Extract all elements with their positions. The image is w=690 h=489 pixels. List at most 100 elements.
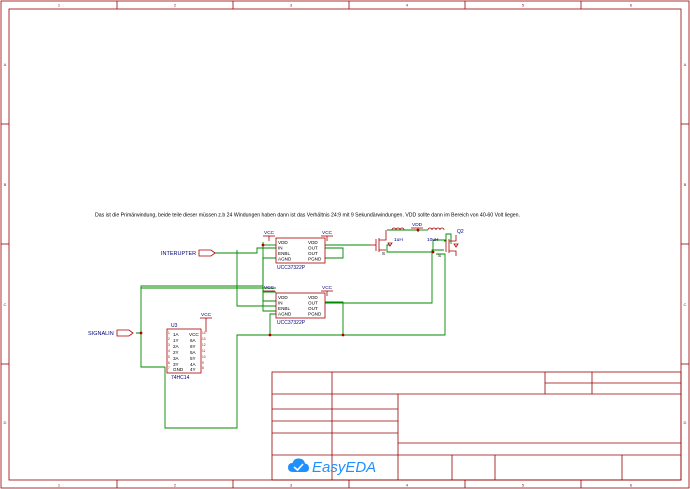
col-label: 4 bbox=[406, 3, 409, 8]
junction-dot bbox=[268, 333, 272, 337]
pin-number: 7 bbox=[168, 366, 170, 370]
junctions bbox=[139, 228, 435, 337]
pin-name: IN bbox=[278, 246, 283, 251]
pin-name: VDD bbox=[308, 240, 318, 245]
pin-name: VDD bbox=[278, 240, 288, 245]
pin-name: 1A bbox=[173, 332, 180, 337]
l1-coil bbox=[391, 227, 405, 231]
col-label: 6 bbox=[630, 483, 633, 488]
vdd-label: VDD bbox=[412, 222, 423, 228]
junction-dot bbox=[261, 243, 265, 247]
pin-number: 9 bbox=[202, 361, 204, 365]
vcc-label-driver2: VCC bbox=[264, 285, 275, 291]
q2-source bbox=[449, 250, 457, 256]
u3-ref: U3 bbox=[171, 323, 178, 329]
gate-driver-2[interactable]: VDD IN ENBL AGND VDD OUT OUT PGND UCC373… bbox=[275, 292, 326, 326]
q2-pin-s: S bbox=[438, 253, 441, 258]
pin-number: 12 bbox=[202, 343, 206, 347]
pin-name: 4Y bbox=[190, 367, 196, 372]
pin-number: 13 bbox=[202, 337, 206, 341]
pin-name: VDD bbox=[308, 295, 318, 300]
mosfet-q1[interactable]: S bbox=[370, 230, 393, 256]
row-label: B bbox=[4, 182, 7, 187]
driver1-part-name: UCC37322P bbox=[277, 265, 306, 271]
u3-pin-numbers: 1 2 3 4 5 6 7 14 13 12 11 10 9 8 bbox=[168, 331, 206, 370]
driver1-body[interactable] bbox=[275, 237, 326, 264]
pin-number: 10 bbox=[202, 355, 206, 359]
row-label: D bbox=[4, 420, 7, 425]
pin-name: 3A bbox=[173, 356, 180, 361]
pin-name: VCC bbox=[189, 332, 199, 337]
cloud-check-icon bbox=[293, 463, 304, 472]
pin-name: 4A bbox=[190, 362, 197, 367]
row-label: D bbox=[684, 420, 687, 425]
pin-name: AGND bbox=[278, 312, 292, 317]
pin-name: OUT bbox=[308, 246, 318, 251]
pin-name: 2Y bbox=[173, 350, 179, 355]
l2-value: 10uH bbox=[427, 237, 439, 243]
driver2-body[interactable] bbox=[275, 292, 326, 319]
cloud-icon bbox=[288, 458, 309, 472]
junction-dot bbox=[341, 333, 345, 337]
gate-driver-1[interactable]: VDD IN ENBL AGND VDD OUT OUT PGND UCC373… bbox=[275, 237, 326, 271]
pin-number: 14 bbox=[202, 331, 206, 335]
net-label-signalin: SIGNALIN bbox=[88, 331, 114, 337]
design-note: Das ist die Primärwindung, beide teile d… bbox=[95, 213, 520, 219]
q2-drain bbox=[449, 235, 457, 242]
title-block bbox=[271, 371, 682, 481]
pin-name: OUT bbox=[308, 301, 318, 306]
pin-name: PGND bbox=[308, 312, 322, 317]
vcc-label-driver1-right: VCC bbox=[322, 230, 333, 236]
mosfet-q2[interactable]: Q2 S bbox=[438, 229, 464, 258]
driver2-part-name: UCC37322P bbox=[277, 320, 306, 326]
pin-name: OUT bbox=[308, 306, 318, 311]
u3-pin-names: 1A 1Y 2A 2Y 3A 3Y GND VCC 6A 6Y 5A 5Y 4A… bbox=[173, 332, 199, 372]
pin-number: 2 bbox=[168, 337, 170, 341]
col-label: 5 bbox=[522, 483, 525, 488]
pin-name: 6A bbox=[190, 338, 197, 343]
row-label: A bbox=[684, 62, 687, 67]
row-label: C bbox=[4, 302, 7, 307]
q2-ref: Q2 bbox=[457, 229, 464, 235]
pin-name: PGND bbox=[308, 257, 322, 262]
col-label: 3 bbox=[290, 483, 293, 488]
driver1-pin-names: VDD IN ENBL AGND VDD OUT OUT PGND bbox=[278, 240, 322, 262]
pin-name: 6Y bbox=[190, 344, 196, 349]
pin-name: AGND bbox=[278, 257, 292, 262]
col-label: 2 bbox=[174, 483, 177, 488]
q2-body-diode bbox=[453, 243, 459, 248]
junction-dot bbox=[416, 228, 420, 232]
row-label: A bbox=[4, 62, 7, 67]
inductor-l1[interactable]: 1uH bbox=[391, 227, 405, 243]
col-label: 4 bbox=[406, 483, 409, 488]
net-flag-signalin bbox=[116, 329, 134, 337]
pin-name: VDD bbox=[278, 295, 288, 300]
inductor-l2[interactable]: 10uH bbox=[427, 227, 445, 243]
col-label: 1 bbox=[58, 483, 61, 488]
u3-body[interactable] bbox=[166, 328, 202, 374]
pin-name: 3Y bbox=[173, 362, 179, 367]
vcc-label-driver2-right: VCC bbox=[322, 285, 333, 291]
l1-value: 1uH bbox=[394, 237, 403, 243]
col-label: 2 bbox=[174, 3, 177, 8]
net-flag-interupter bbox=[198, 249, 216, 257]
col-label: 6 bbox=[630, 3, 633, 8]
pin-name: GND bbox=[173, 367, 184, 372]
inverter-u3[interactable]: U3 1A 1Y 2A 2Y 3A 3Y GND VCC 6A 6Y 5A 5Y… bbox=[166, 323, 206, 381]
pin-number: 4 bbox=[168, 349, 170, 353]
row-label: B bbox=[684, 182, 687, 187]
pin-name: 5A bbox=[190, 350, 197, 355]
pin-name: IN bbox=[278, 301, 283, 306]
junction-dot bbox=[139, 331, 143, 335]
pin-name: ENBL bbox=[278, 306, 290, 311]
easyeda-logo: EasyEDA bbox=[288, 458, 376, 476]
col-label: 1 bbox=[58, 3, 61, 8]
driver2-pin-names: VDD IN ENBL AGND VDD OUT OUT PGND bbox=[278, 295, 322, 317]
pin-name: 1Y bbox=[173, 338, 179, 343]
vcc-label-u3: VCC bbox=[201, 312, 212, 318]
frame-labels: 1 2 3 4 5 6 1 2 3 4 5 6 A B C D A B C D bbox=[4, 3, 687, 488]
logo-text: EasyEDA bbox=[312, 459, 376, 476]
pin-name: OUT bbox=[308, 251, 318, 256]
pin-number: 8 bbox=[202, 366, 204, 370]
